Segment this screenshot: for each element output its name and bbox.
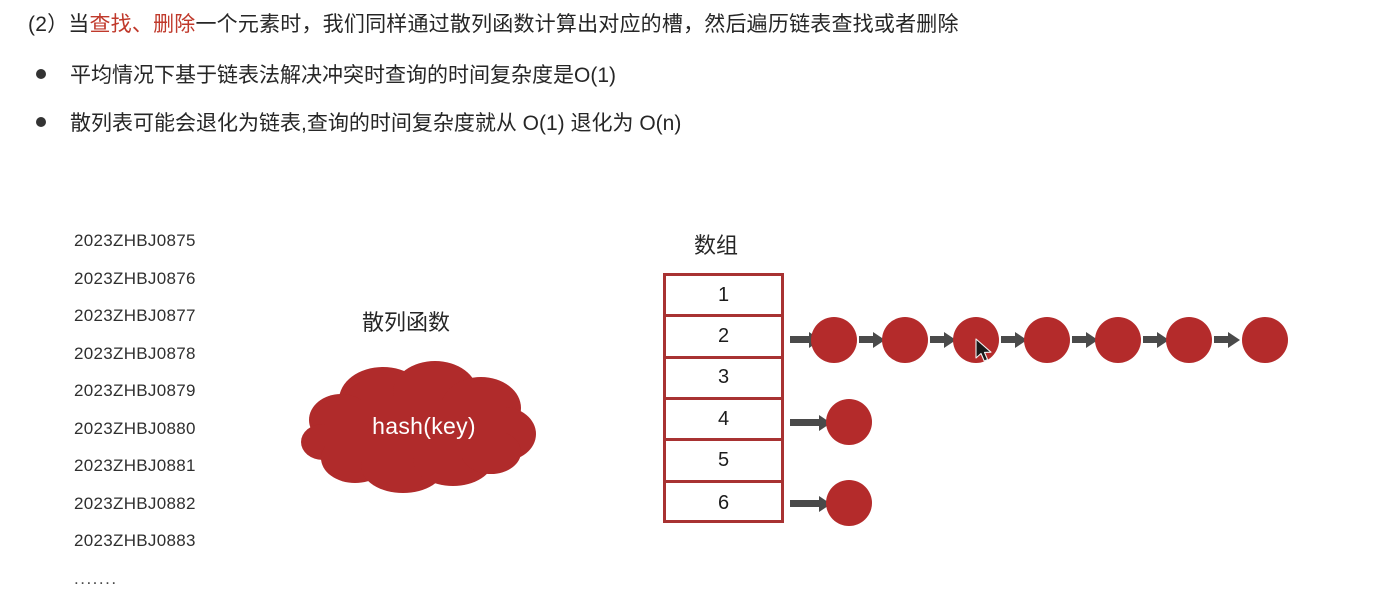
- bullet-item-2-label: 散列表可能会退化为链表,查询的时间复杂度就从 O(1) 退化为 O(n): [70, 109, 681, 139]
- array-cell-5[interactable]: 5: [666, 441, 781, 482]
- chain-arrow: [1143, 336, 1158, 343]
- chain-node[interactable]: [882, 317, 928, 363]
- list-item: 2023ZHBJ0881: [74, 447, 196, 485]
- array-cell-6[interactable]: 6: [666, 483, 781, 524]
- chain-arrow: [930, 336, 945, 343]
- hash-function-body-text: hash(key): [295, 356, 545, 496]
- array-cell-2[interactable]: 2: [666, 317, 781, 358]
- chain-node[interactable]: [826, 399, 872, 445]
- array-label: 数组: [694, 228, 738, 260]
- chain-node[interactable]: [953, 317, 999, 363]
- paragraph-highlight: 查找、删除: [89, 13, 195, 36]
- bullet-item-1: 平均情况下基于链表法解决冲突时查询的时间复杂度是O(1): [28, 61, 616, 91]
- list-item: 2023ZHBJ0879: [74, 372, 196, 410]
- list-ellipsis: .......: [74, 560, 196, 597]
- list-item: 2023ZHBJ0875: [74, 222, 196, 260]
- chain-node[interactable]: [811, 317, 857, 363]
- numbered-paragraph: (2）当查找、删除一个元素时，我们同样通过散列函数计算出对应的槽，然后遍历链表查…: [28, 8, 959, 42]
- list-item: 2023ZHBJ0877: [74, 297, 196, 335]
- key-id-list: 2023ZHBJ0875 2023ZHBJ0876 2023ZHBJ0877 2…: [74, 222, 196, 597]
- chain-node[interactable]: [1024, 317, 1070, 363]
- bullet-item-1-label: 平均情况下基于链表法解决冲突时查询的时间复杂度是O(1): [70, 61, 616, 91]
- chain-arrow: [1214, 336, 1229, 343]
- chain-arrow: [859, 336, 874, 343]
- paragraph-suffix: 一个元素时，我们同样通过散列函数计算出对应的槽，然后遍历链表查找或者删除: [195, 13, 958, 36]
- list-item: 2023ZHBJ0880: [74, 410, 196, 448]
- paragraph-prefix: (2）当: [28, 13, 89, 36]
- chain-arrow: [1072, 336, 1087, 343]
- bullet-dot-icon: [36, 117, 46, 127]
- chain-node[interactable]: [1242, 317, 1288, 363]
- chain-arrow-slot4-entry: [790, 419, 820, 426]
- array-cell-1[interactable]: 1: [666, 276, 781, 317]
- list-item: 2023ZHBJ0883: [74, 522, 196, 560]
- list-item: 2023ZHBJ0878: [74, 335, 196, 373]
- chain-arrow-slot6-entry: [790, 500, 820, 507]
- chain-node[interactable]: [826, 480, 872, 526]
- array-cell-4[interactable]: 4: [666, 400, 781, 441]
- bullet-dot-icon: [36, 69, 46, 79]
- chain-node[interactable]: [1166, 317, 1212, 363]
- list-item: 2023ZHBJ0876: [74, 260, 196, 298]
- chain-node[interactable]: [1095, 317, 1141, 363]
- bullet-item-2: 散列表可能会退化为链表,查询的时间复杂度就从 O(1) 退化为 O(n): [28, 109, 681, 139]
- hash-function-label: 散列函数: [362, 305, 450, 337]
- list-item: 2023ZHBJ0882: [74, 485, 196, 523]
- hash-function-cloud: hash(key): [295, 356, 545, 496]
- array-cell-3[interactable]: 3: [666, 359, 781, 400]
- array-table: 1 2 3 4 5 6: [663, 273, 784, 523]
- chain-arrow-slot2-entry: [790, 336, 810, 343]
- chain-arrow: [1001, 336, 1016, 343]
